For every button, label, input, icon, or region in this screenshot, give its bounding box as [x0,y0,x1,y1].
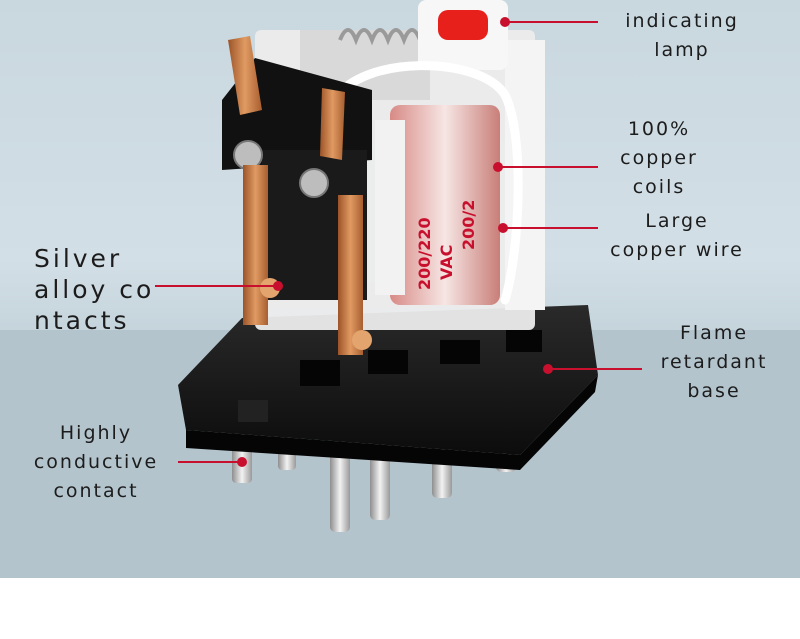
label-copper-coils: 100% copper coils [606,120,712,197]
label-flame-retardant-base: Flame retardant base [652,324,776,401]
label-line: copper wire [610,239,744,261]
copper-coil: 200/220 VAC 200/2 [375,105,500,305]
label-line: copper [620,147,698,169]
label-line: indicating [625,10,739,32]
label-line: base [687,380,741,402]
label-line: contact [53,480,139,502]
spring [338,28,422,46]
label-line: ntacts [34,306,130,335]
relay-illustration: 200/220 VAC 200/2 [0,0,800,578]
label-line: retardant [660,351,768,373]
label-line: Flame [679,322,749,344]
label-line: coils [632,176,686,198]
label-large-copper-wire: Large copper wire [598,212,756,260]
coil-print-2: VAC [437,245,456,280]
label-line: Highly [59,422,133,444]
copper-wire-insulation [330,61,523,305]
annotation-leaders [155,17,642,467]
label-line: Large [645,210,709,232]
label-line: alloy co [34,275,155,304]
indicating-lamp [418,0,508,70]
relay-photo: 200/220 VAC 200/2 [0,0,800,578]
label-silver-alloy-contacts: Silver alloy co ntacts [34,246,154,333]
label-line: 100% [627,118,691,140]
label-highly-conductive-contact: Highly conductive contact [26,424,166,501]
label-line: conductive [33,451,159,473]
coil-print-3: 200/2 [459,200,478,250]
label-line: Silver [34,244,123,273]
coil-print-1: 200/220 [415,217,434,290]
label-line: lamp [654,39,710,61]
label-indicating-lamp: indicating lamp [612,12,752,60]
socket-base [178,305,598,470]
